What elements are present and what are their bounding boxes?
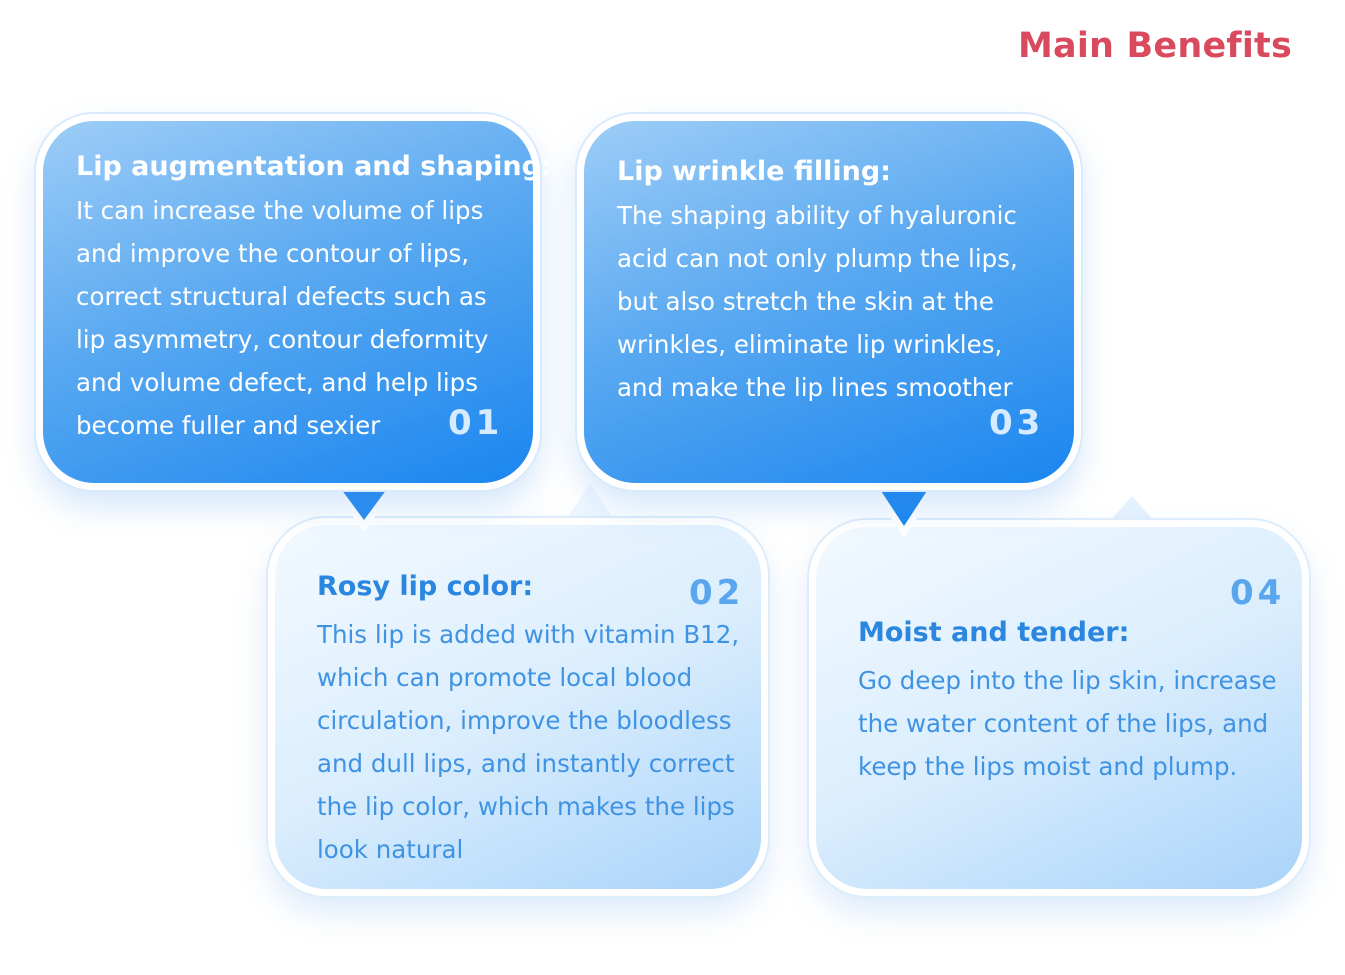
card-02-line: circulation, improve the bloodless [317, 706, 732, 735]
card-01-line: become fuller and sexier [76, 411, 381, 440]
card-03-line: and make the lip lines smoother [617, 373, 1013, 402]
card-01-line: It can increase the volume of lips [76, 196, 484, 225]
card-02-line: look natural [317, 835, 464, 864]
card-01-line: and improve the contour of lips, [76, 239, 470, 268]
card-03: Lip wrinkle filling: The shaping ability… [577, 114, 1081, 490]
card-02-line: and dull lips, and instantly correct [317, 749, 735, 778]
page-title: Main Benefits [1018, 26, 1293, 66]
card-03-line: wrinkles, eliminate lip wrinkles, [617, 330, 1003, 359]
card-03-number: 03 [989, 403, 1045, 443]
card-04-line: Go deep into the lip skin, increase [858, 666, 1277, 695]
card-01-body: It can increase the volume of lips and i… [76, 189, 552, 447]
card-01: Lip augmentation and shaping: It can inc… [36, 114, 552, 490]
card-02-line: which can promote local blood [317, 663, 693, 692]
card-04-number: 04 [1230, 573, 1286, 613]
card-02-body: This lip is added with vitamin B12, whic… [317, 613, 739, 871]
card-02-line: the lip color, which makes the lips [317, 792, 735, 821]
card-04: Moist and tender: Go deep into the lip s… [809, 520, 1309, 896]
card-03-body: The shaping ability of hyaluronic acid c… [617, 194, 1018, 409]
card-02: Rosy lip color: This lip is added with v… [268, 518, 768, 896]
card-02-line: This lip is added with vitamin B12, [317, 620, 740, 649]
card-01-line: lip asymmetry, contour deformity [76, 325, 489, 354]
card-03-line: The shaping ability of hyaluronic [617, 201, 1017, 230]
card-02-heading: Rosy lip color: [317, 571, 534, 602]
card-03-line: acid can not only plump the lips, [617, 244, 1018, 273]
card-04-line: the water content of the lips, and [858, 709, 1269, 738]
card-01-line: and volume defect, and help lips [76, 368, 478, 397]
card-02-number: 02 [689, 573, 745, 613]
card-01-heading: Lip augmentation and shaping: [76, 151, 552, 182]
card-03-line: but also stretch the skin at the [617, 287, 994, 316]
card-03-heading: Lip wrinkle filling: [617, 156, 891, 187]
card-04-line: keep the lips moist and plump. [858, 752, 1238, 781]
card-01-number: 01 [448, 403, 504, 443]
card-04-heading: Moist and tender: [858, 617, 1130, 648]
card-01-line: correct structural defects such as [76, 282, 487, 311]
card-04-body: Go deep into the lip skin, increase the … [858, 659, 1277, 788]
